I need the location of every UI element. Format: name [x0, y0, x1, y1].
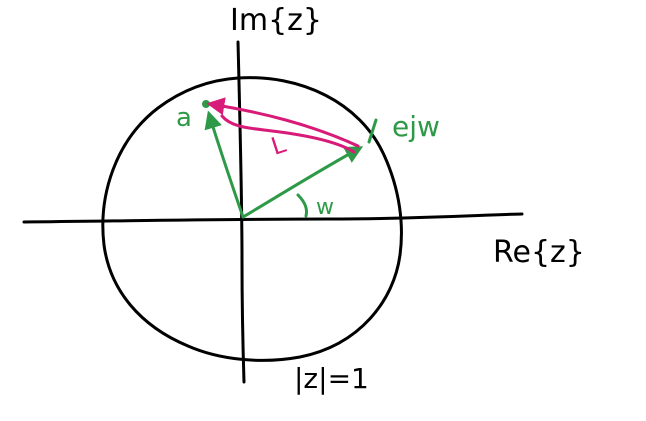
ejw-label: ejw	[392, 110, 440, 143]
angle-label: w	[316, 195, 334, 220]
angle-arc	[296, 193, 308, 218]
length-label: L	[268, 130, 290, 161]
vector-ejw-to-a	[206, 97, 360, 148]
ejw-tick-mark	[367, 118, 378, 144]
point-a-label: a	[176, 103, 192, 133]
vector-origin-to-ejw	[241, 146, 364, 219]
unit-circle	[101, 76, 403, 362]
imaginary-axis-label: Im{z}	[230, 3, 322, 38]
unit-circle-label: |z|=1	[294, 362, 369, 395]
real-axis-label: Re{z}	[493, 235, 585, 270]
imaginary-axis	[236, 40, 246, 384]
length-brace	[220, 114, 356, 154]
vector-origin-to-a	[204, 110, 245, 219]
real-axis	[22, 212, 524, 224]
